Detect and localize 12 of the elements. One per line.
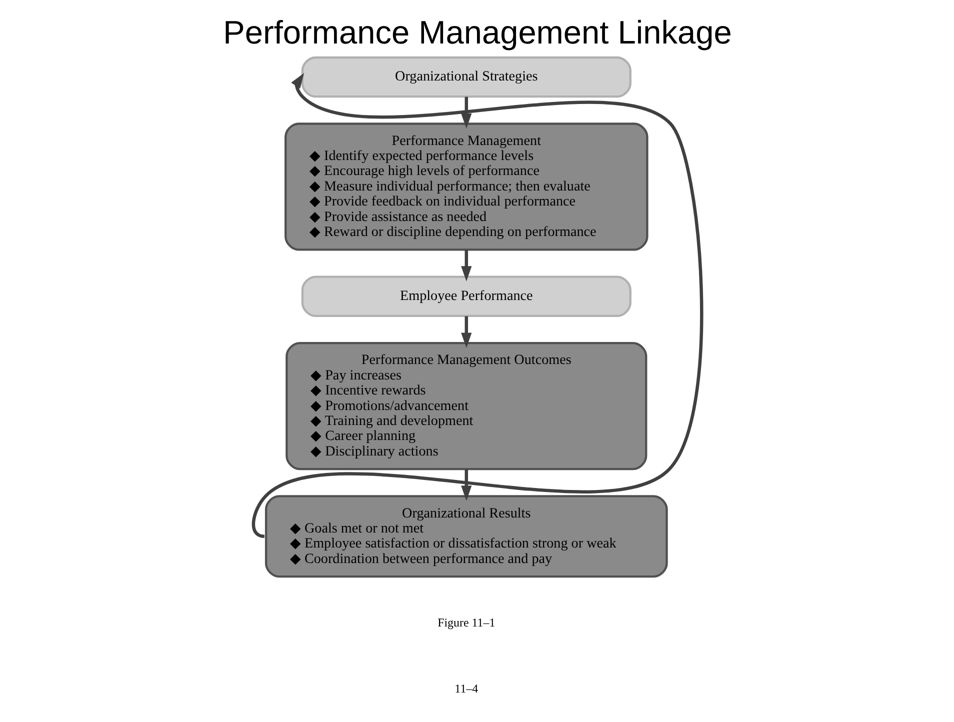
arrow	[460, 96, 472, 129]
node-box: Organizational Results ◆ Goals met or not met ◆ Employee satisfaction or dissatisfaction strong or weak ◆ Coordination between performance and pay	[264, 495, 668, 578]
node-box: Employee Performance	[300, 276, 631, 318]
arrow	[460, 469, 472, 501]
node-box: Performance Management Outcomes ◆ Pay increases ◆ Incentive rewards ◆ Promotions/advancement ◆ Training and development ◆ Career planning ◆ Disciplinary actions	[285, 342, 647, 470]
arrow	[460, 250, 472, 282]
label: 11–4	[454, 682, 478, 696]
diagram-title: Performance Management Linkage	[222, 14, 732, 50]
node-box: Performance Management ◆ Identify expected performance levels ◆ Encourage high levels of performance ◆ Measure individual performance; then evaluate ◆ Provide feedback on individual performance ◆ Provide assistance as needed ◆ Reward or discipline depending on performance	[284, 122, 648, 251]
node-box: Organizational Strategies	[300, 56, 631, 98]
arrow	[460, 316, 472, 348]
label: Figure 11–1	[437, 615, 495, 630]
